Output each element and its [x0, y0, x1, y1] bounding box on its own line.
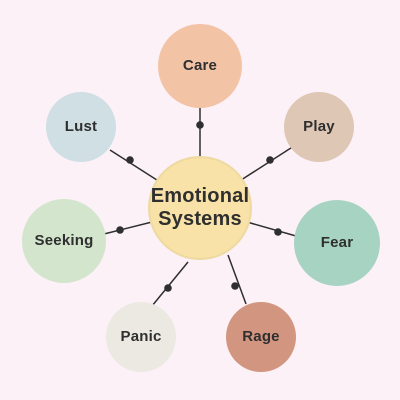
- connector-care: [196, 108, 204, 160]
- node-lust-label: Lust: [64, 118, 98, 136]
- node-play: Play: [284, 92, 354, 162]
- node-care: Care: [158, 24, 242, 108]
- connector-fear: [246, 221, 297, 237]
- node-lust: Lust: [46, 92, 116, 162]
- connector-seeking: [103, 221, 153, 235]
- node-rage-label: Rage: [242, 328, 280, 346]
- node-panic: Panic: [106, 302, 176, 372]
- node-fear: Fear: [294, 200, 380, 286]
- node-rage: Rage: [226, 302, 296, 372]
- node-fear-label: Fear: [320, 234, 354, 252]
- connector-play: [237, 145, 295, 183]
- node-seeking: Seeking: [22, 199, 106, 283]
- connector-rage: [227, 254, 247, 305]
- connector-panic: [151, 261, 189, 307]
- node-care-label: Care: [182, 57, 218, 75]
- connector-lust: [109, 149, 161, 183]
- node-play-label: Play: [303, 118, 335, 136]
- node-seeking-label: Seeking: [34, 232, 94, 250]
- node-panic-label: Panic: [120, 328, 162, 346]
